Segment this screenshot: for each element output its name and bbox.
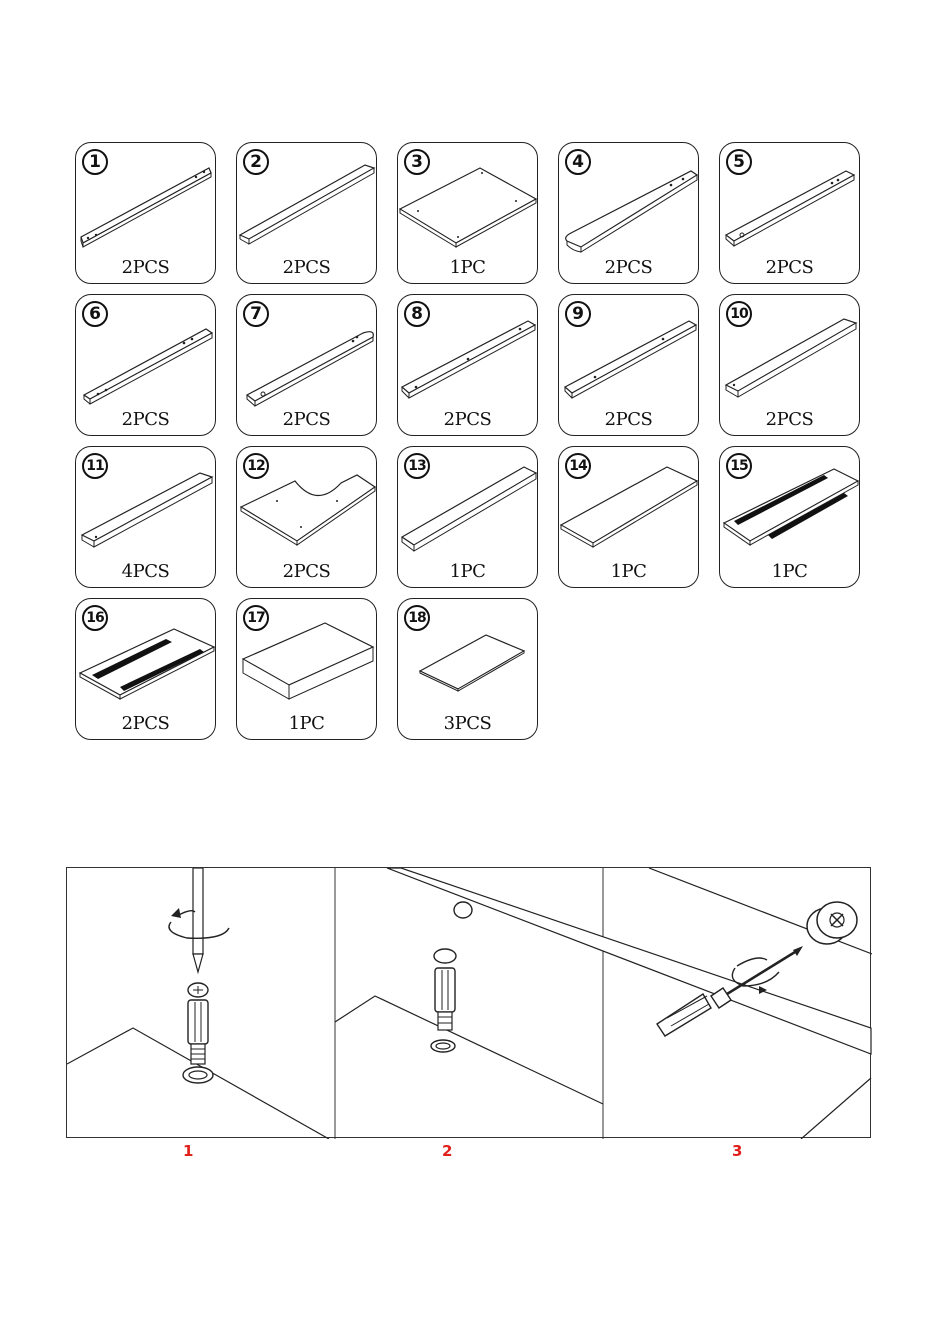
part-card-11: 11 4PCS xyxy=(75,446,216,588)
part-card-4: 4 2PCS xyxy=(558,142,699,284)
part-quantity: 1PC xyxy=(720,561,859,582)
part-card-12: 12 2PCS xyxy=(236,446,377,588)
step-label-1: 1 xyxy=(183,1142,193,1160)
part-quantity: 2PCS xyxy=(237,409,376,430)
part-card-17: 17 1PC xyxy=(236,598,377,740)
part-card-13: 13 1PC xyxy=(397,446,538,588)
part-card-6: 6 2PCS xyxy=(75,294,216,436)
part-quantity: 2PCS xyxy=(237,561,376,582)
part-card-10: 10 2PCS xyxy=(719,294,860,436)
part-card-3: 3 1PC xyxy=(397,142,538,284)
part-card-9: 9 2PCS xyxy=(558,294,699,436)
part-quantity: 2PCS xyxy=(237,257,376,278)
part-quantity: 2PCS xyxy=(720,257,859,278)
part-quantity: 2PCS xyxy=(76,409,215,430)
part-card-15: 15 1PC xyxy=(719,446,860,588)
part-card-7: 7 2PCS xyxy=(236,294,377,436)
part-card-1: 1 2PCS xyxy=(75,142,216,284)
assembly-steps-frame xyxy=(66,867,871,1138)
part-card-14: 14 1PC xyxy=(558,446,699,588)
part-quantity: 1PC xyxy=(398,561,537,582)
part-quantity: 4PCS xyxy=(76,561,215,582)
part-quantity: 1PC xyxy=(398,257,537,278)
part-quantity: 2PCS xyxy=(559,257,698,278)
part-quantity: 2PCS xyxy=(76,713,215,734)
part-quantity: 1PC xyxy=(237,713,376,734)
part-card-5: 5 2PCS xyxy=(719,142,860,284)
part-quantity: 2PCS xyxy=(559,409,698,430)
part-quantity: 3PCS xyxy=(398,713,537,734)
part-card-18: 18 3PCS xyxy=(397,598,538,740)
part-quantity: 1PC xyxy=(559,561,698,582)
part-quantity: 2PCS xyxy=(398,409,537,430)
assembly-steps-illustration xyxy=(67,868,872,1139)
part-card-8: 8 2PCS xyxy=(397,294,538,436)
step-1-illustration xyxy=(67,868,329,1139)
part-card-2: 2 2PCS xyxy=(236,142,377,284)
part-quantity: 2PCS xyxy=(76,257,215,278)
step-label-3: 3 xyxy=(732,1142,742,1160)
part-quantity: 2PCS xyxy=(720,409,859,430)
step-label-2: 2 xyxy=(442,1142,452,1160)
part-card-16: 16 2PCS xyxy=(75,598,216,740)
